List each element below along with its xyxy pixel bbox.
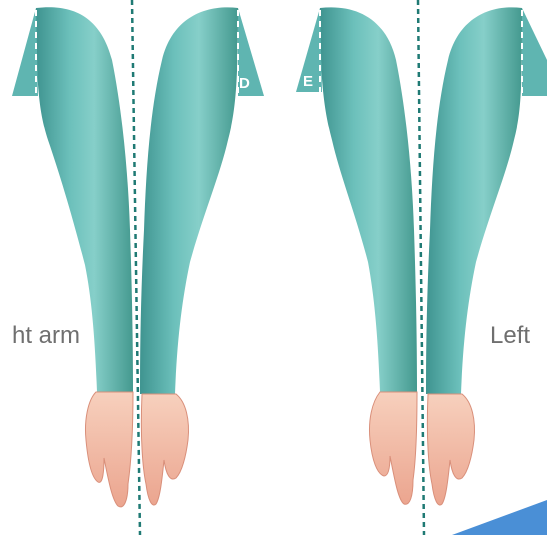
right-pair-inner-hand	[141, 394, 188, 505]
accent-corner-shape	[452, 500, 547, 535]
left-pair-outer-sleeve: E	[296, 7, 417, 392]
left-arm-label: Left	[490, 324, 530, 348]
marker-d: D	[239, 75, 250, 92]
right-arm-label: ht arm	[12, 324, 80, 348]
marker-e: E	[303, 73, 313, 90]
right-pair-centerline	[132, 0, 140, 535]
left-pair-inner-hand	[427, 394, 474, 505]
right-pair-outer-hand	[85, 392, 133, 507]
left-pair-centerline	[418, 0, 424, 535]
right-pair-inner-sleeve: D	[140, 7, 264, 394]
left-pair-outer-hand	[369, 392, 417, 504]
